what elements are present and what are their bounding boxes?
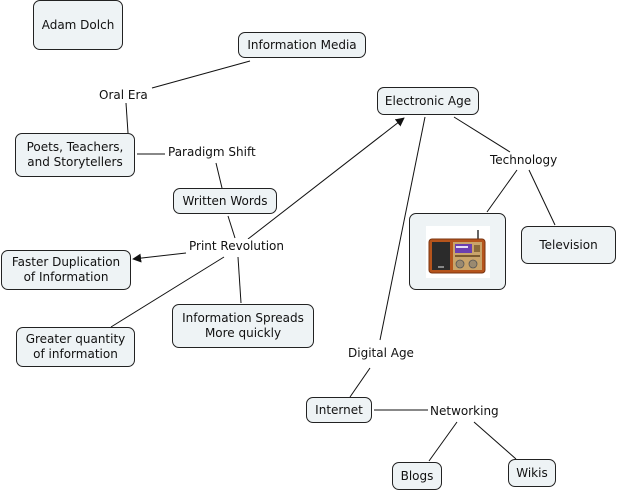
node-info-spreads[interactable]: Information Spreads More quickly: [172, 304, 314, 348]
label-print-revolution[interactable]: Print Revolution: [188, 239, 285, 254]
label-digital-age[interactable]: Digital Age: [347, 346, 415, 361]
label-networking[interactable]: Networking: [429, 404, 500, 419]
line-networking-wikis: [473, 421, 517, 460]
node-poets-teachers-storytellers[interactable]: Poets, Teachers, and Storytellers: [15, 133, 135, 177]
line-networking-blogs: [428, 421, 458, 462]
line-technology-radio: [486, 169, 518, 213]
node-radio[interactable]: [409, 213, 506, 290]
label-technology[interactable]: Technology: [489, 153, 559, 168]
node-blogs[interactable]: Blogs: [392, 462, 442, 490]
line-digital-internet: [349, 367, 371, 398]
label-oral-era[interactable]: Oral Era: [98, 88, 149, 103]
line-written-print: [227, 215, 236, 239]
node-electronic-age[interactable]: Electronic Age: [377, 87, 479, 115]
line-infomedia-oralera: [151, 60, 251, 89]
node-author[interactable]: Adam Dolch: [33, 0, 123, 50]
line-print-greater: [110, 256, 225, 328]
label-paradigm-shift[interactable]: Paradigm Shift: [167, 145, 257, 160]
node-wikis[interactable]: Wikis: [508, 459, 556, 487]
line-print-spreads: [237, 256, 242, 304]
node-information-media[interactable]: Information Media: [238, 32, 366, 58]
line-oralera-poets: [125, 102, 129, 134]
line-print-electronic[interactable]: [247, 117, 405, 240]
radio-image-icon: [425, 225, 490, 278]
line-electronic-technology: [453, 116, 511, 153]
node-internet[interactable]: Internet: [306, 397, 372, 423]
node-greater-quantity[interactable]: Greater quantity of information: [16, 327, 135, 367]
line-paradigm-written: [215, 162, 223, 189]
node-written-words[interactable]: Written Words: [173, 188, 277, 214]
line-print-faster[interactable]: [132, 252, 187, 263]
line-technology-television: [528, 169, 556, 226]
node-faster-duplication[interactable]: Faster Duplication of Information: [1, 250, 131, 290]
line-electronic-digital: [379, 116, 426, 341]
node-television[interactable]: Television: [521, 226, 616, 264]
